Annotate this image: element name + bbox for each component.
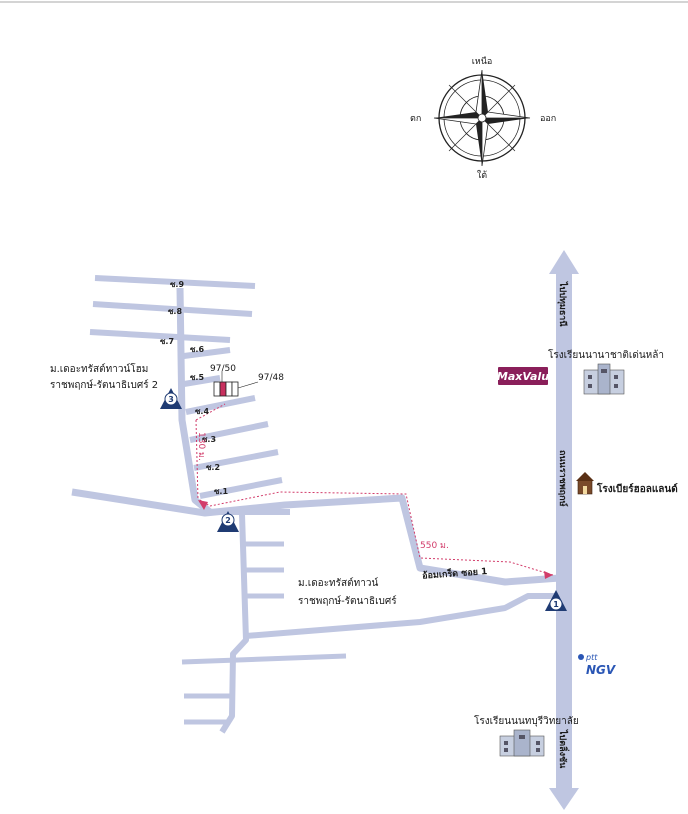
to-north-label: ไปปทุมธานี (557, 281, 569, 327)
soi-label: ซ.1 (214, 487, 228, 496)
ngv-text: NGV (586, 663, 617, 677)
distance-550-label: 550 ม. (420, 541, 449, 551)
soi-label: ซ.9 (170, 280, 184, 289)
home-village-roads (89, 275, 283, 515)
town-village-label-line2: ราชพฤกษ์-รัตนาธิเบศร์ (298, 595, 397, 607)
town-village-label-line1: ม.เดอะทรัสต์ทาวน์ (298, 577, 378, 589)
target-units (213, 372, 259, 397)
ptt-text: ptt (585, 653, 598, 662)
brewery-building-icon (576, 472, 594, 495)
marker-1-number: 1 (553, 600, 559, 609)
soi-label: ซ.4 (195, 407, 209, 416)
soi-label: ซ.8 (168, 307, 182, 316)
maxvalu-text: MaxValu (497, 370, 549, 383)
school-1-building-icon (583, 363, 625, 395)
compass-east-label: ออก (540, 114, 556, 124)
maxvalu-logo: MaxValu (497, 367, 549, 385)
marker-3-number: 3 (168, 395, 174, 404)
soi-label: ซ.6 (190, 345, 204, 354)
home-village-label-line2: ราชพฤกษ์-รัตนาธิเบศร์ 2 (50, 379, 158, 391)
marker-2: 2 (217, 511, 239, 532)
marker-1: 1 (545, 590, 567, 611)
school-2-label: โรงเรียนนนทบุรีวิทยาลัย (474, 714, 579, 727)
main-road (549, 250, 579, 810)
soi-labels: ซ.9 ซ.8 ซ.7 ซ.6 ซ.5 ซ.4 ซ.3 ซ.2 ซ.1 (160, 280, 228, 496)
compass-south-label: ใต้ (477, 170, 487, 181)
home-village-label-line1: ม.เดอะทรัสต์ทาวน์โฮม (50, 362, 148, 375)
to-south-label: ไปตลิ่งชัน (557, 729, 570, 769)
compass-north-label: เหนือ (472, 56, 493, 67)
brewery-label: โรงเบียร์ฮอลแลนด์ (596, 482, 678, 495)
town-village-roads (181, 513, 558, 734)
route-path (195, 403, 554, 579)
marker-3: 3 (160, 388, 182, 409)
unit-label-9748: 97/48 (258, 373, 284, 383)
school-2-building-icon (499, 729, 545, 757)
connector-road (71, 488, 561, 586)
compass-rose (433, 69, 531, 167)
school-1-label: โรงเรียนนานาชาติเด่นหล้า (548, 348, 664, 361)
compass-west-label: ตก (410, 114, 421, 124)
soi-label: ซ.7 (160, 337, 174, 346)
ptt-ngv-logo: ptt NGV (578, 653, 617, 677)
unit-label-9750: 97/50 (210, 364, 236, 374)
marker-2-number: 2 (225, 516, 231, 525)
distance-130-label: 130 ม. (196, 432, 206, 461)
soi-label: ซ.3 (202, 435, 216, 444)
main-road-label: ถนนราชพฤกษ์ (557, 450, 569, 507)
soi-label: ซ.2 (206, 463, 220, 472)
soi-label: ซ.5 (190, 373, 204, 382)
